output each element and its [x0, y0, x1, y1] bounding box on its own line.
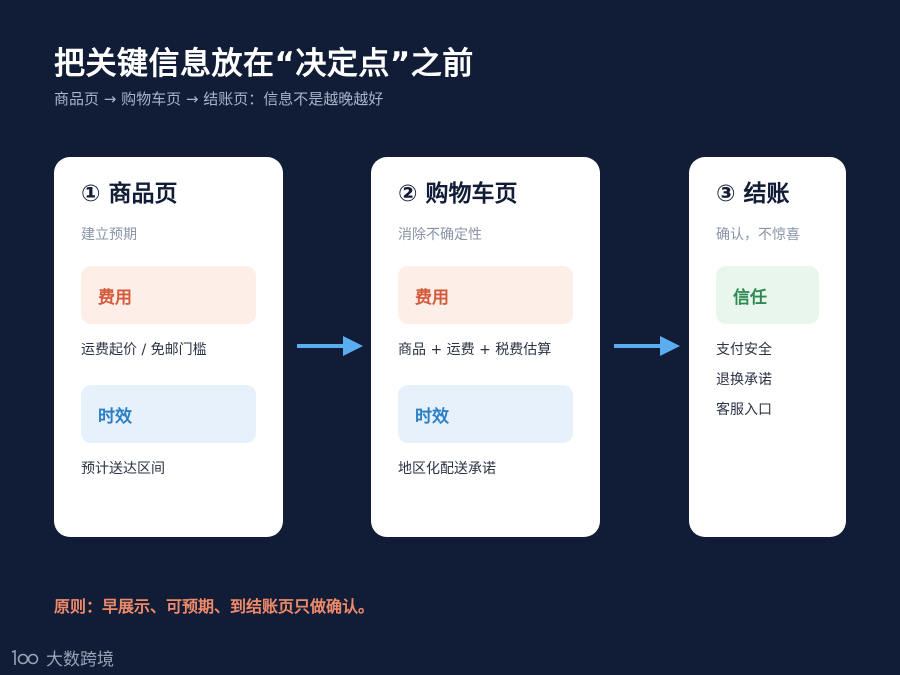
time-note: 地区化配送承诺 — [398, 461, 496, 477]
card-title: ① 商品页 — [81, 181, 178, 207]
card-title: ③ 结账 — [716, 181, 790, 207]
logo-icon — [11, 649, 39, 665]
cost-pill: 费用 — [81, 266, 256, 324]
right-arrow-icon — [297, 336, 363, 356]
card-product-page: ① 商品页 建立预期 费用 运费起价 / 免邮门槛 时效 预计送达区间 — [54, 157, 283, 537]
time-pill: 时效 — [81, 385, 256, 443]
trust-note: 客服入口 — [716, 402, 772, 418]
brand-logo: 大数跨境 — [10, 645, 114, 670]
card-subtitle: 建立预期 — [81, 227, 137, 243]
card-subtitle: 消除不确定性 — [398, 227, 482, 243]
page-subtitle: 商品页 → 购物车页 → 结账页：信息不是越晚越好 — [54, 90, 384, 108]
card-subtitle: 确认，不惊喜 — [716, 227, 800, 243]
trust-note: 退换承诺 — [716, 372, 772, 388]
logo-text: 大数跨境 — [46, 650, 114, 670]
cost-pill: 费用 — [398, 266, 573, 324]
trust-pill: 信任 — [716, 266, 819, 324]
cost-note: 运费起价 / 免邮门槛 — [81, 342, 207, 358]
card-title: ② 购物车页 — [398, 181, 518, 207]
principle-text: 原则：早展示、可预期、到结账页只做确认。 — [54, 597, 375, 616]
time-note: 预计送达区间 — [81, 461, 165, 477]
card-checkout-page: ③ 结账 确认，不惊喜 信任 支付安全 退换承诺 客服入口 — [689, 157, 846, 537]
cost-note: 商品 + 运费 + 税费估算 — [398, 342, 552, 358]
card-cart-page: ② 购物车页 消除不确定性 费用 商品 + 运费 + 税费估算 时效 地区化配送… — [371, 157, 600, 537]
page-title: 把关键信息放在“决定点”之前 — [54, 46, 474, 82]
time-pill: 时效 — [398, 385, 573, 443]
right-arrow-icon — [614, 336, 680, 356]
trust-note: 支付安全 — [716, 342, 772, 358]
